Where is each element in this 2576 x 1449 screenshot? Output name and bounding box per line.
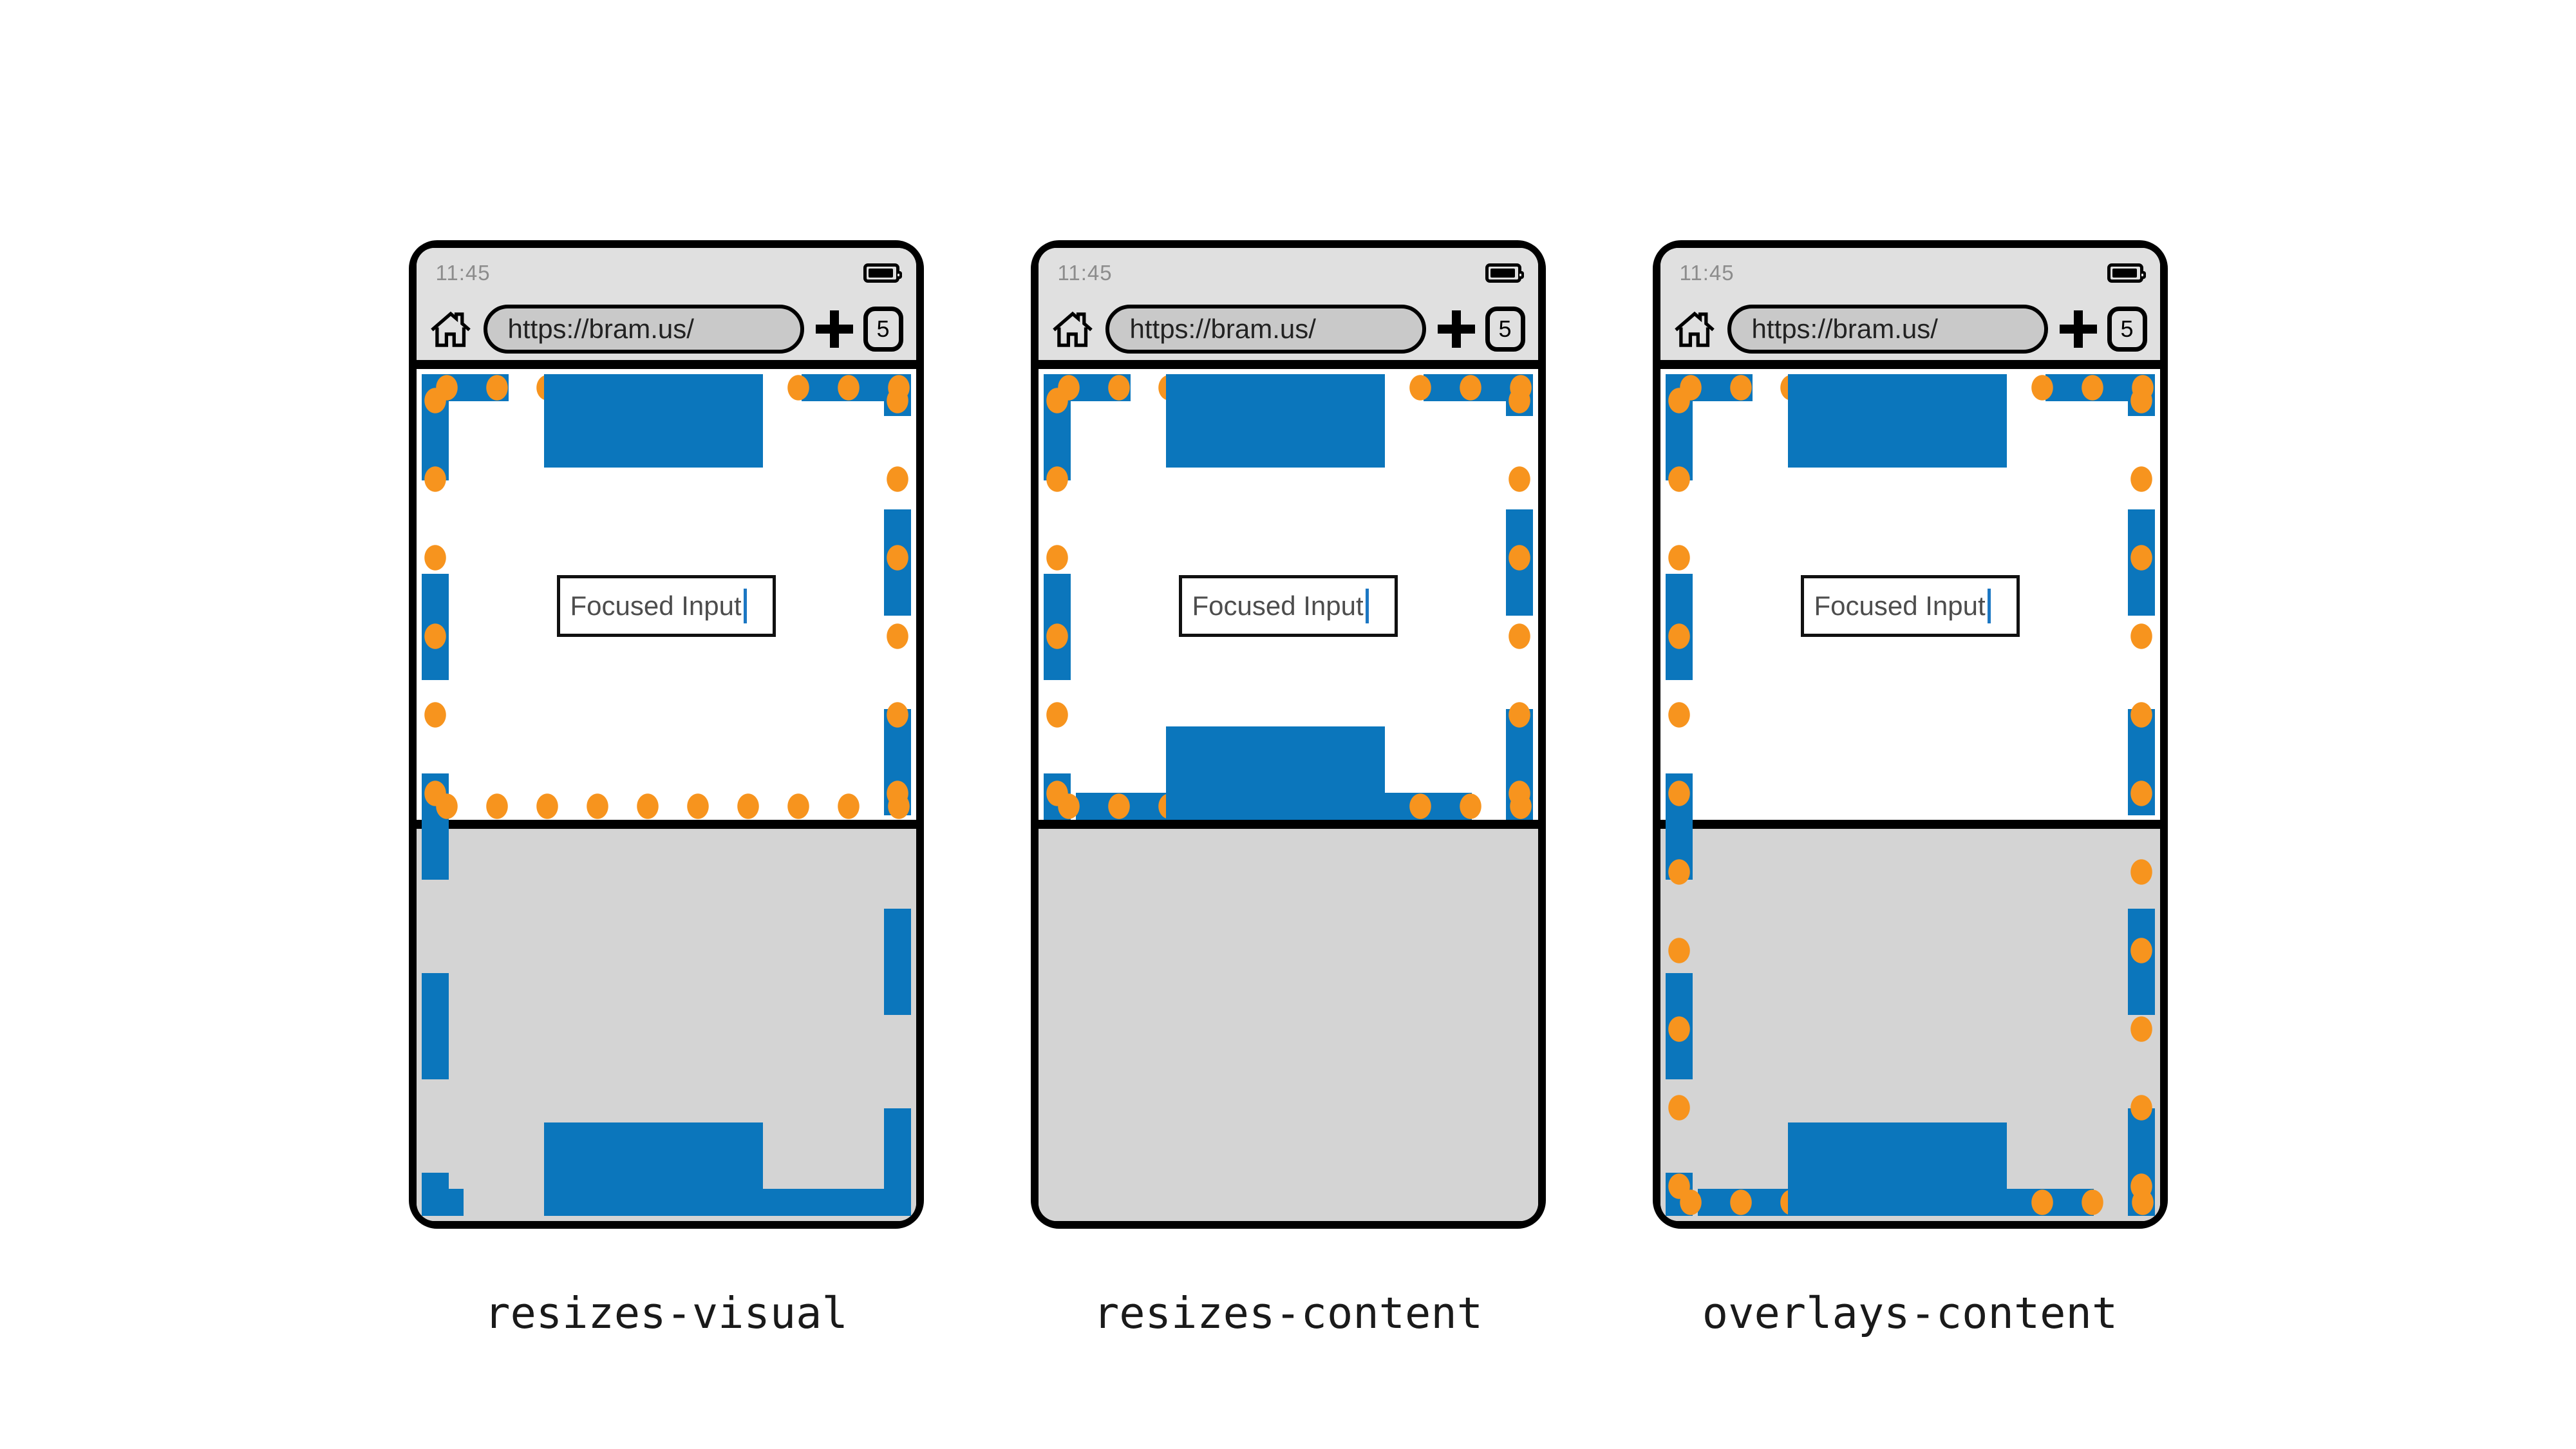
keyboard-top-edge — [416, 820, 916, 829]
phone-screen: 11:45 https://bram.us/ — [1660, 248, 2160, 1221]
mode-label-overlays-content: overlays-content — [1702, 1288, 2118, 1338]
page-blocks — [1666, 374, 2155, 1216]
dot-column-right — [2127, 374, 2155, 1216]
mode-label-resizes-content: resizes-content — [1093, 1288, 1483, 1338]
text-caret — [1365, 589, 1369, 623]
battery-nub — [1519, 271, 1524, 279]
text-caret — [1987, 589, 1991, 623]
tab-counter-button[interactable]: 5 — [863, 307, 903, 352]
phones-row: 11:45 https://bram.us/ — [0, 240, 2576, 1338]
battery-icon — [863, 263, 902, 283]
dot-column-left — [421, 374, 449, 820]
phone-resizes-content: 11:45 https://bram.us/ — [1030, 240, 1546, 1229]
phone-screen: 11:45 https://bram.us/ — [416, 248, 916, 1221]
focused-input-text: Focused Input — [1192, 591, 1364, 621]
browser-toolbar: https://bram.us/ 5 — [416, 298, 916, 360]
battery-fill — [1490, 269, 1515, 278]
keyboard-top-edge — [1660, 820, 2160, 829]
browser-toolbar: https://bram.us/ 5 — [1038, 298, 1538, 360]
phone-column-resizes-visual: 11:45 https://bram.us/ — [408, 240, 924, 1338]
dot-column-left — [1043, 374, 1071, 820]
page-header-block — [543, 374, 763, 468]
focused-input-text: Focused Input — [1814, 591, 1986, 621]
tab-counter-button[interactable]: 5 — [2107, 307, 2147, 352]
battery-fill — [868, 269, 893, 278]
toolbar-divider — [416, 360, 916, 369]
tab-count: 5 — [2120, 316, 2134, 342]
dot-row-bottom — [421, 793, 911, 820]
phone-screen: 11:45 https://bram.us/ — [1038, 248, 1538, 1221]
battery-nub — [897, 271, 902, 279]
dot-column-left — [1665, 374, 1693, 1216]
tab-count: 5 — [876, 316, 890, 342]
browser-toolbar: https://bram.us/ 5 — [1660, 298, 2160, 360]
phone-overlays-content: 11:45 https://bram.us/ — [1652, 240, 2168, 1229]
battery-nub — [2141, 271, 2146, 279]
url-field[interactable]: https://bram.us/ — [1727, 305, 2048, 354]
tab-count: 5 — [1498, 316, 1512, 342]
page-blocks — [1044, 374, 1533, 820]
page-footer-block — [1165, 726, 1385, 820]
battery-icon — [1485, 263, 1524, 283]
dot-column-right — [883, 374, 911, 820]
page-blocks — [422, 374, 911, 1216]
status-bar: 11:45 — [1038, 248, 1538, 298]
url-text: https://bram.us/ — [1129, 314, 1316, 344]
new-tab-plus-icon[interactable] — [815, 310, 853, 348]
page-header-block — [1787, 374, 2007, 468]
new-tab-plus-icon[interactable] — [2059, 310, 2097, 348]
status-time: 11:45 — [1057, 261, 1113, 285]
home-icon[interactable] — [1051, 308, 1094, 350]
focused-input[interactable]: Focused Input — [1178, 575, 1398, 637]
status-time: 11:45 — [1679, 261, 1735, 285]
page-header-block — [1165, 374, 1385, 468]
url-field[interactable]: https://bram.us/ — [483, 305, 804, 354]
status-bar: 11:45 — [1660, 248, 2160, 298]
focused-input-text: Focused Input — [570, 591, 742, 621]
toolbar-divider — [1038, 360, 1538, 369]
home-icon[interactable] — [429, 308, 472, 350]
focused-input[interactable]: Focused Input — [556, 575, 776, 637]
url-text: https://bram.us/ — [507, 314, 694, 344]
dot-column-right — [1505, 374, 1533, 820]
keyboard-top-edge — [1038, 820, 1538, 829]
url-text: https://bram.us/ — [1751, 314, 1938, 344]
text-caret — [743, 589, 747, 623]
status-bar: 11:45 — [416, 248, 916, 298]
phone-column-resizes-content: 11:45 https://bram.us/ — [1030, 240, 1546, 1338]
toolbar-divider — [1660, 360, 2160, 369]
phone-column-overlays-content: 11:45 https://bram.us/ — [1652, 240, 2168, 1338]
phone-resizes-visual: 11:45 https://bram.us/ — [408, 240, 924, 1229]
mode-label-resizes-visual: resizes-visual — [484, 1288, 848, 1338]
page-footer-block — [1787, 1122, 2007, 1216]
tab-counter-button[interactable]: 5 — [1485, 307, 1525, 352]
url-field[interactable]: https://bram.us/ — [1105, 305, 1426, 354]
battery-icon — [2107, 263, 2146, 283]
status-time: 11:45 — [435, 261, 491, 285]
battery-fill — [2112, 269, 2137, 278]
focused-input[interactable]: Focused Input — [1800, 575, 2020, 637]
virtual-keyboard-area — [1038, 829, 1538, 1221]
home-icon[interactable] — [1673, 308, 1716, 350]
new-tab-plus-icon[interactable] — [1437, 310, 1475, 348]
page-footer-block — [543, 1122, 763, 1216]
